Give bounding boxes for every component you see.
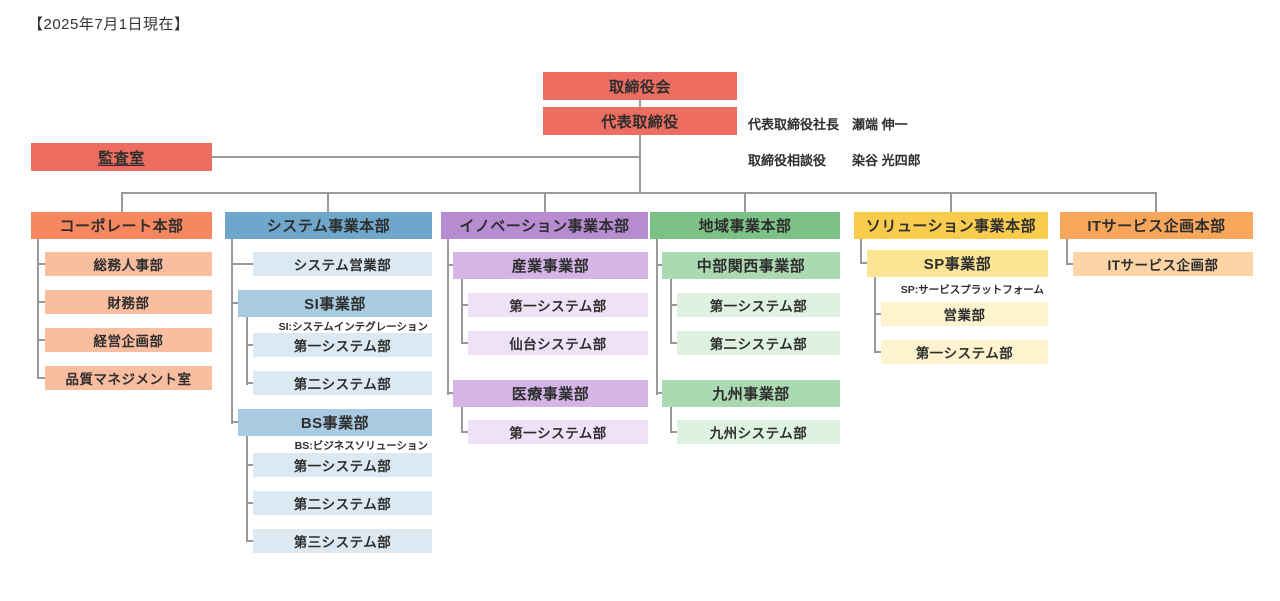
unit-box: ITサービス企画部 (1073, 252, 1253, 276)
unit-box: 第一システム部 (677, 293, 840, 317)
dept-box-kyushu: 九州事業部 (662, 380, 840, 407)
connector-line (461, 407, 463, 433)
unit-box: 経営企画部 (45, 328, 212, 352)
executive-name: 瀬端 伸一 (852, 117, 908, 132)
unit-box: 第三システム部 (253, 529, 432, 553)
connector-line (670, 431, 677, 433)
connector-line (544, 192, 546, 212)
connector-line (461, 279, 463, 344)
connector-line (327, 192, 329, 212)
unit-box: システム営業部 (253, 252, 432, 276)
connector-line (231, 302, 238, 304)
connector-line (639, 100, 641, 107)
connector-line (1155, 192, 1157, 212)
connector-line (246, 502, 253, 504)
executive-name: 染谷 光四郎 (852, 153, 921, 168)
board-of-directors-box: 取締役会 (543, 72, 737, 100)
connector-line (121, 192, 123, 212)
connector-line (231, 421, 238, 423)
connector-line (246, 317, 248, 385)
connector-line (461, 304, 468, 306)
connector-line (670, 304, 677, 306)
connector-line (670, 279, 672, 344)
division-header-regional: 地域事業本部 (650, 212, 840, 239)
unit-box: 第一システム部 (468, 293, 648, 317)
connector-line (231, 239, 233, 424)
connector-line (37, 239, 39, 379)
executive-line: 代表取締役社長瀬端 伸一 (748, 114, 908, 133)
connector-line (670, 342, 677, 344)
connector-line (874, 351, 881, 353)
connector-line (461, 431, 468, 433)
executive-line: 取締役相談役 染谷 光四郎 (748, 150, 921, 169)
unit-box: 第二システム部 (253, 491, 432, 515)
connector-line (950, 192, 952, 212)
dept-caption: SI:システムインテグレーション (278, 321, 428, 333)
connector-line (670, 407, 672, 433)
connector-line (874, 277, 876, 353)
connector-line (246, 540, 253, 542)
representative-director-box: 代表取締役 (543, 107, 737, 135)
dept-caption: SP:サービスプラットフォーム (900, 284, 1044, 296)
connector-line (246, 464, 253, 466)
connector-line (656, 264, 662, 266)
connector-line (860, 262, 867, 264)
as-of-date: 【2025年7月1日現在】 (28, 16, 190, 33)
connector-line (447, 392, 453, 394)
connector-line (246, 344, 253, 346)
unit-box: 財務部 (45, 290, 212, 314)
division-header-innovation: イノベーション事業本部 (441, 212, 648, 239)
dept-box-medical: 医療事業部 (453, 380, 648, 407)
dept-box-si: SI事業部 (238, 290, 432, 317)
dept-box-industry: 産業事業部 (453, 252, 648, 279)
dept-box-chubu-kansai: 中部関西事業部 (662, 252, 840, 279)
executive-role: 取締役相談役 (748, 153, 827, 168)
connector-line (246, 436, 248, 542)
division-header-system: システム事業本部 (225, 212, 432, 239)
connector-line (744, 192, 746, 212)
unit-box: 品質マネジメント室 (45, 366, 212, 390)
division-header-corporate: コーポレート本部 (31, 212, 212, 239)
unit-box: 第一システム部 (881, 340, 1048, 364)
connector-line (461, 342, 468, 344)
unit-box: 総務人事部 (45, 252, 212, 276)
connector-line (246, 382, 253, 384)
dept-box-sp: SP事業部 (867, 250, 1048, 277)
audit-office-box: 監査室 (31, 143, 212, 171)
connector-line (121, 192, 1157, 194)
unit-box: 第一システム部 (468, 420, 648, 444)
dept-box-bs: BS事業部 (238, 409, 432, 436)
connector-line (37, 301, 45, 303)
connector-line (37, 339, 45, 341)
dept-caption: BS:ビジネスソリューション (294, 440, 428, 452)
connector-line (656, 239, 658, 395)
unit-box: 営業部 (881, 302, 1048, 326)
connector-line (874, 313, 881, 315)
division-header-it-service: ITサービス企画本部 (1060, 212, 1253, 239)
connector-line (860, 239, 862, 264)
connector-line (37, 263, 45, 265)
unit-box: 九州システム部 (677, 420, 840, 444)
division-header-solution: ソリューション事業本部 (854, 212, 1048, 239)
connector-line (656, 392, 662, 394)
executive-role: 代表取締役社長 (748, 117, 840, 132)
connector-line (37, 377, 45, 379)
connector-line (639, 135, 641, 193)
unit-box: 第二システム部 (677, 331, 840, 355)
connector-line (212, 156, 640, 158)
connector-line (447, 264, 453, 266)
connector-line (1066, 239, 1068, 265)
connector-line (1066, 263, 1073, 265)
connector-line (447, 239, 449, 395)
unit-box: 第一システム部 (253, 453, 432, 477)
unit-box: 仙台システム部 (468, 331, 648, 355)
unit-box: 第二システム部 (253, 371, 432, 395)
connector-line (231, 263, 253, 265)
unit-box: 第一システム部 (253, 333, 432, 357)
